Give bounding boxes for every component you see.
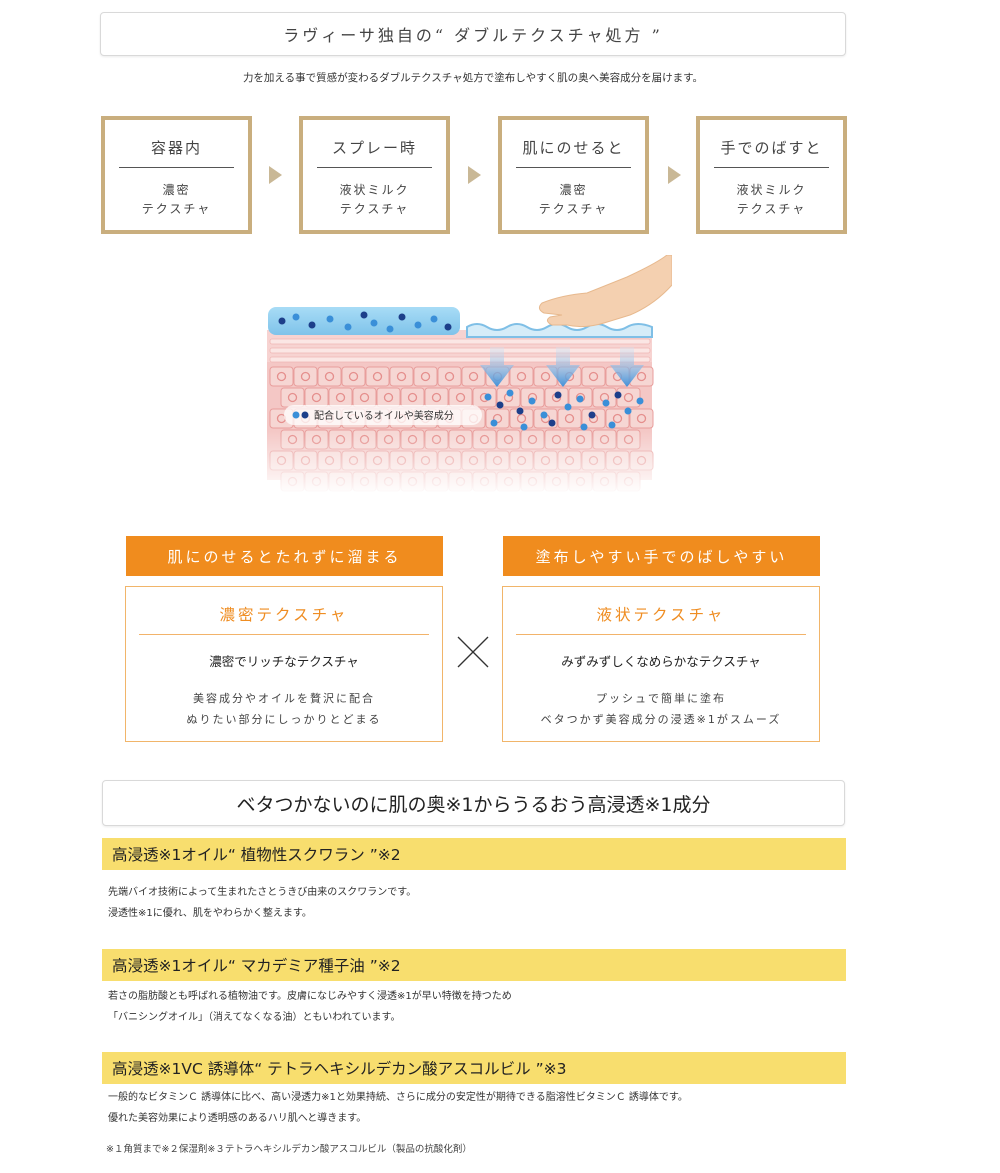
lead-text: 力を加える事で質感が変わるダブルテクスチャ処方で塗布しやすく肌の奥へ美容成分を届… bbox=[242, 72, 704, 84]
texture-steps: 容器内 濃密 テクスチャ スプレー時 液状ミルク テクスチャ 肌にのせると 濃密… bbox=[101, 116, 847, 234]
step-desc: 濃密 テクスチャ bbox=[539, 181, 609, 219]
step-desc-line: 液状ミルク bbox=[736, 183, 807, 197]
spread-serum-wave bbox=[466, 323, 653, 338]
step-divider bbox=[516, 167, 631, 168]
feature-head-liquid: 塗布しやすい手でのばしやすい bbox=[503, 536, 820, 576]
step-desc-line: 濃密 bbox=[162, 183, 191, 197]
penetration-arrows bbox=[480, 347, 644, 387]
cross-icon bbox=[457, 636, 489, 668]
step-title: 肌にのせると bbox=[522, 139, 625, 157]
feature-desc: プッシュで簡単に塗布 ベタつかず美容成分の浸透※1がスムーズ bbox=[503, 688, 819, 730]
feature-head-dense: 肌にのせるとたれずに溜まる bbox=[126, 536, 443, 576]
ingredient-head-vc: 高浸透※1VC 誘導体“ テトラヘキシルデカン酸アスコルビル ”※3 bbox=[102, 1052, 846, 1084]
feature-divider bbox=[516, 634, 806, 635]
feature-title: 液状テクスチャ bbox=[596, 606, 726, 624]
step-card-spread: 手でのばすと 液状ミルク テクスチャ bbox=[696, 116, 847, 234]
serum-layer bbox=[268, 307, 460, 335]
ingredient-dots bbox=[278, 311, 644, 431]
ingredient-text-line: 優れた美容効果により透明感のあるハリ肌へと導きます。 bbox=[108, 1113, 367, 1124]
ingredient-text-line: 先端バイオ技術によって生まれたさとうきび由来のスクワランです。 bbox=[108, 887, 417, 898]
illustration-legend: 配合しているオイルや美容成分 bbox=[314, 409, 454, 422]
step-arrow-icon bbox=[668, 166, 681, 184]
feature-desc-line: 美容成分やオイルを贅沢に配合 bbox=[193, 692, 375, 705]
feature-main-text: みずみずしくなめらかなテクスチャ bbox=[561, 654, 761, 669]
step-desc-line: 濃密 bbox=[559, 183, 588, 197]
feature-desc: 美容成分やオイルを贅沢に配合 ぬりたい部分にしっかりとどまる bbox=[126, 688, 442, 730]
feature-title: 濃密テクスチャ bbox=[219, 606, 349, 624]
ingredient-head-squalane: 高浸透※1オイル“ 植物性スクワラン ”※2 bbox=[102, 838, 846, 870]
feature-desc-line: プッシュで簡単に塗布 bbox=[596, 692, 726, 705]
feature-box-liquid: 液状テクスチャ みずみずしくなめらかなテクスチャ プッシュで簡単に塗布 ベタつか… bbox=[502, 586, 820, 742]
step-arrow-icon bbox=[269, 166, 282, 184]
step-divider bbox=[714, 167, 829, 168]
step-desc: 濃密 テクスチャ bbox=[142, 181, 212, 219]
step-card-container: 容器内 濃密 テクスチャ bbox=[101, 116, 252, 234]
skin-diagram: 配合しているオイルや美容成分 bbox=[262, 254, 673, 495]
ingredient-text-line: 「バニシングオイル」（消えてなくなる油）ともいわれています。 bbox=[108, 1012, 401, 1023]
ingredient-text-line: 浸透性※1に優れ、肌をやわらかく整えます。 bbox=[108, 908, 312, 919]
feature-box-dense: 濃密テクスチャ 濃密でリッチなテクスチャ 美容成分やオイルを贅沢に配合 ぬりたい… bbox=[125, 586, 443, 742]
step-desc-line: テクスチャ bbox=[538, 202, 609, 216]
section-heading-ingredients: ベタつかないのに肌の奥※1からうるおう高浸透※1成分 bbox=[102, 780, 845, 826]
step-desc-line: テクスチャ bbox=[339, 202, 410, 216]
step-desc: 液状ミルク テクスチャ bbox=[736, 181, 806, 219]
ingredient-text-vc: 一般的なビタミンＣ 誘導体に比べ、高い浸透力※1と効果持続、さらに成分の安定性が… bbox=[108, 1087, 868, 1129]
ingredient-text-squalane: 先端バイオ技術によって生まれたさとうきび由来のスクワランです。 浸透性※1に優れ… bbox=[108, 882, 868, 924]
step-arrow-icon bbox=[468, 166, 481, 184]
feature-divider bbox=[139, 634, 429, 635]
feature-desc-line: ベタつかず美容成分の浸透※1がスムーズ bbox=[540, 713, 782, 726]
step-divider bbox=[119, 167, 234, 168]
section-heading-double-texture: ラヴィーサ独自の“ ダブルテクスチャ処方 ” bbox=[100, 12, 846, 56]
feature-main-text: 濃密でリッチなテクスチャ bbox=[209, 654, 359, 669]
step-desc-line: テクスチャ bbox=[736, 202, 807, 216]
step-title: スプレー時 bbox=[331, 139, 417, 157]
step-title: 容器内 bbox=[150, 139, 202, 157]
step-desc-line: テクスチャ bbox=[141, 202, 212, 216]
step-card-on-skin: 肌にのせると 濃密 テクスチャ bbox=[498, 116, 649, 234]
step-desc-line: 液状ミルク bbox=[339, 183, 410, 197]
step-desc: 液状ミルク テクスチャ bbox=[339, 181, 409, 219]
step-card-spray: スプレー時 液状ミルク テクスチャ bbox=[299, 116, 450, 234]
ingredient-text-macadamia: 若さの脂肪酸とも呼ばれる植物油です。皮膚になじみやすく浸透※1が早い特徴を持つた… bbox=[108, 986, 868, 1028]
skin-penetration-illustration: 配合しているオイルや美容成分 bbox=[262, 254, 673, 495]
ingredient-text-line: 若さの脂肪酸とも呼ばれる植物油です。皮膚になじみやすく浸透※1が早い特徴を持つた… bbox=[108, 991, 512, 1002]
feature-desc-line: ぬりたい部分にしっかりとどまる bbox=[186, 713, 382, 726]
footnote: ※１角質まで※２保湿剤※３テトラヘキシルデカン酸アスコルビル（製品の抗酸化剤） bbox=[106, 1144, 472, 1155]
step-title: 手でのばすと bbox=[720, 139, 823, 157]
hand-icon bbox=[538, 254, 673, 328]
step-divider bbox=[317, 167, 432, 168]
ingredient-head-macadamia: 高浸透※1オイル“ マカデミア種子油 ”※2 bbox=[102, 949, 846, 981]
ingredient-text-line: 一般的なビタミンＣ 誘導体に比べ、高い浸透力※1と効果持続、さらに成分の安定性が… bbox=[108, 1092, 688, 1103]
